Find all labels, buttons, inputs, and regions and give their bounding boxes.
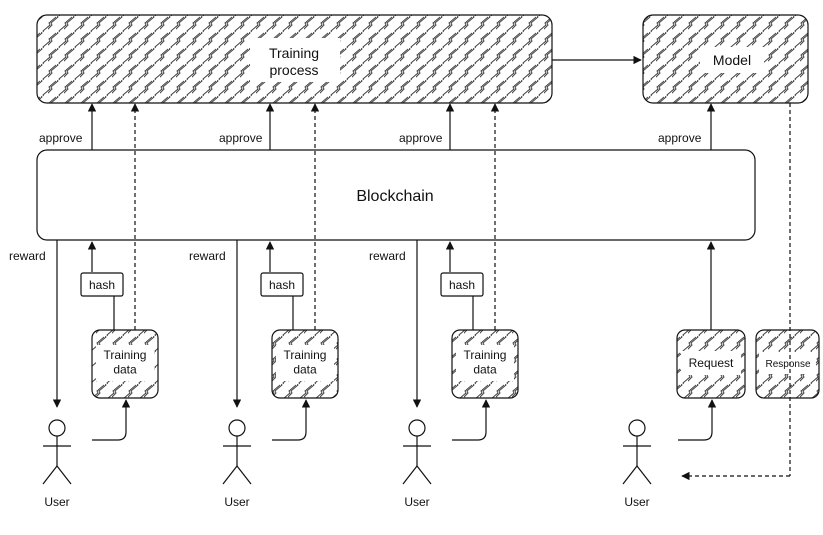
response-node: Response <box>755 329 820 399</box>
model-node: Model <box>642 14 809 104</box>
approve-label-2: approve <box>219 131 263 145</box>
user-label-4: User <box>624 495 649 509</box>
user-to-request <box>678 399 717 441</box>
request-label: Request <box>689 356 734 370</box>
reward-label-3: reward <box>369 249 406 263</box>
hash-node-2: hash <box>260 272 304 297</box>
blockchain-label: Blockchain <box>356 188 433 205</box>
user-to-data-2 <box>272 399 311 441</box>
hash-label-3: hash <box>449 278 475 292</box>
request-node: Request <box>676 329 746 399</box>
hash-label-2: hash <box>269 278 295 292</box>
hash-label-1: hash <box>89 278 115 292</box>
model-label: Model <box>713 52 751 68</box>
user-label-2: User <box>224 495 249 509</box>
reward-label-2: reward <box>189 249 226 263</box>
user-to-data-3 <box>452 399 491 441</box>
query-group: Request Response <box>676 103 820 481</box>
blockchain-node: Blockchain <box>36 149 756 241</box>
user-label-1: User <box>44 495 69 509</box>
approve-label-1: approve <box>39 131 83 145</box>
user-actor-1: User <box>42 419 72 509</box>
user-actor-4: User <box>622 419 652 509</box>
approve-label-4: approve <box>658 131 702 145</box>
reward-label-1: reward <box>9 249 46 263</box>
user-label-3: User <box>404 495 429 509</box>
approve-label-3: approve <box>399 131 443 145</box>
user-actor-3: User <box>402 419 432 509</box>
user-actor-2: User <box>222 419 252 509</box>
response-label: Response <box>765 359 810 370</box>
hash-node-1: hash <box>80 272 124 297</box>
user-to-data-1 <box>92 399 131 441</box>
hash-node-3: hash <box>440 272 484 297</box>
